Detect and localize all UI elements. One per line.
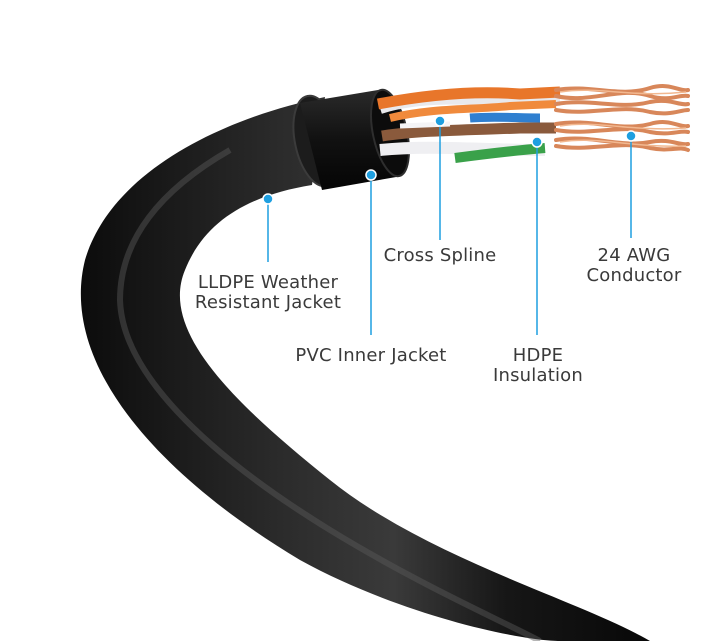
dot-awg: [625, 130, 637, 142]
label-lldpe-line2: Resistant Jacket: [194, 292, 342, 313]
label-hdpe-line2: Insulation: [492, 365, 583, 386]
wire-bundle: [376, 86, 561, 163]
copper-conductors: [554, 84, 690, 152]
dot-lldpe: [262, 193, 274, 205]
dot-hdpe: [531, 136, 543, 148]
callout-leaders: [267, 122, 632, 335]
label-spline: Cross Spline: [372, 246, 508, 266]
label-hdpe: HDPE Insulation: [486, 346, 590, 386]
label-lldpe: LLDPE Weather Resistant Jacket: [180, 273, 356, 313]
dot-pvc: [365, 169, 377, 181]
label-spline-line1: Cross Spline: [383, 245, 497, 266]
label-pvc-line1: PVC Inner Jacket: [295, 345, 447, 366]
label-awg-line1: 24 AWG: [597, 245, 671, 266]
label-hdpe-line1: HDPE: [512, 345, 564, 366]
label-awg-line2: Conductor: [586, 265, 682, 286]
copper-highlights: [559, 89, 687, 147]
callout-dots: [262, 115, 637, 205]
label-lldpe-line1: LLDPE Weather: [197, 272, 339, 293]
dot-spline: [434, 115, 446, 127]
outer-jacket: [80, 97, 651, 641]
label-pvc: PVC Inner Jacket: [282, 346, 460, 366]
jacket-highlight: [116, 147, 542, 641]
label-awg: 24 AWG Conductor: [578, 246, 690, 286]
